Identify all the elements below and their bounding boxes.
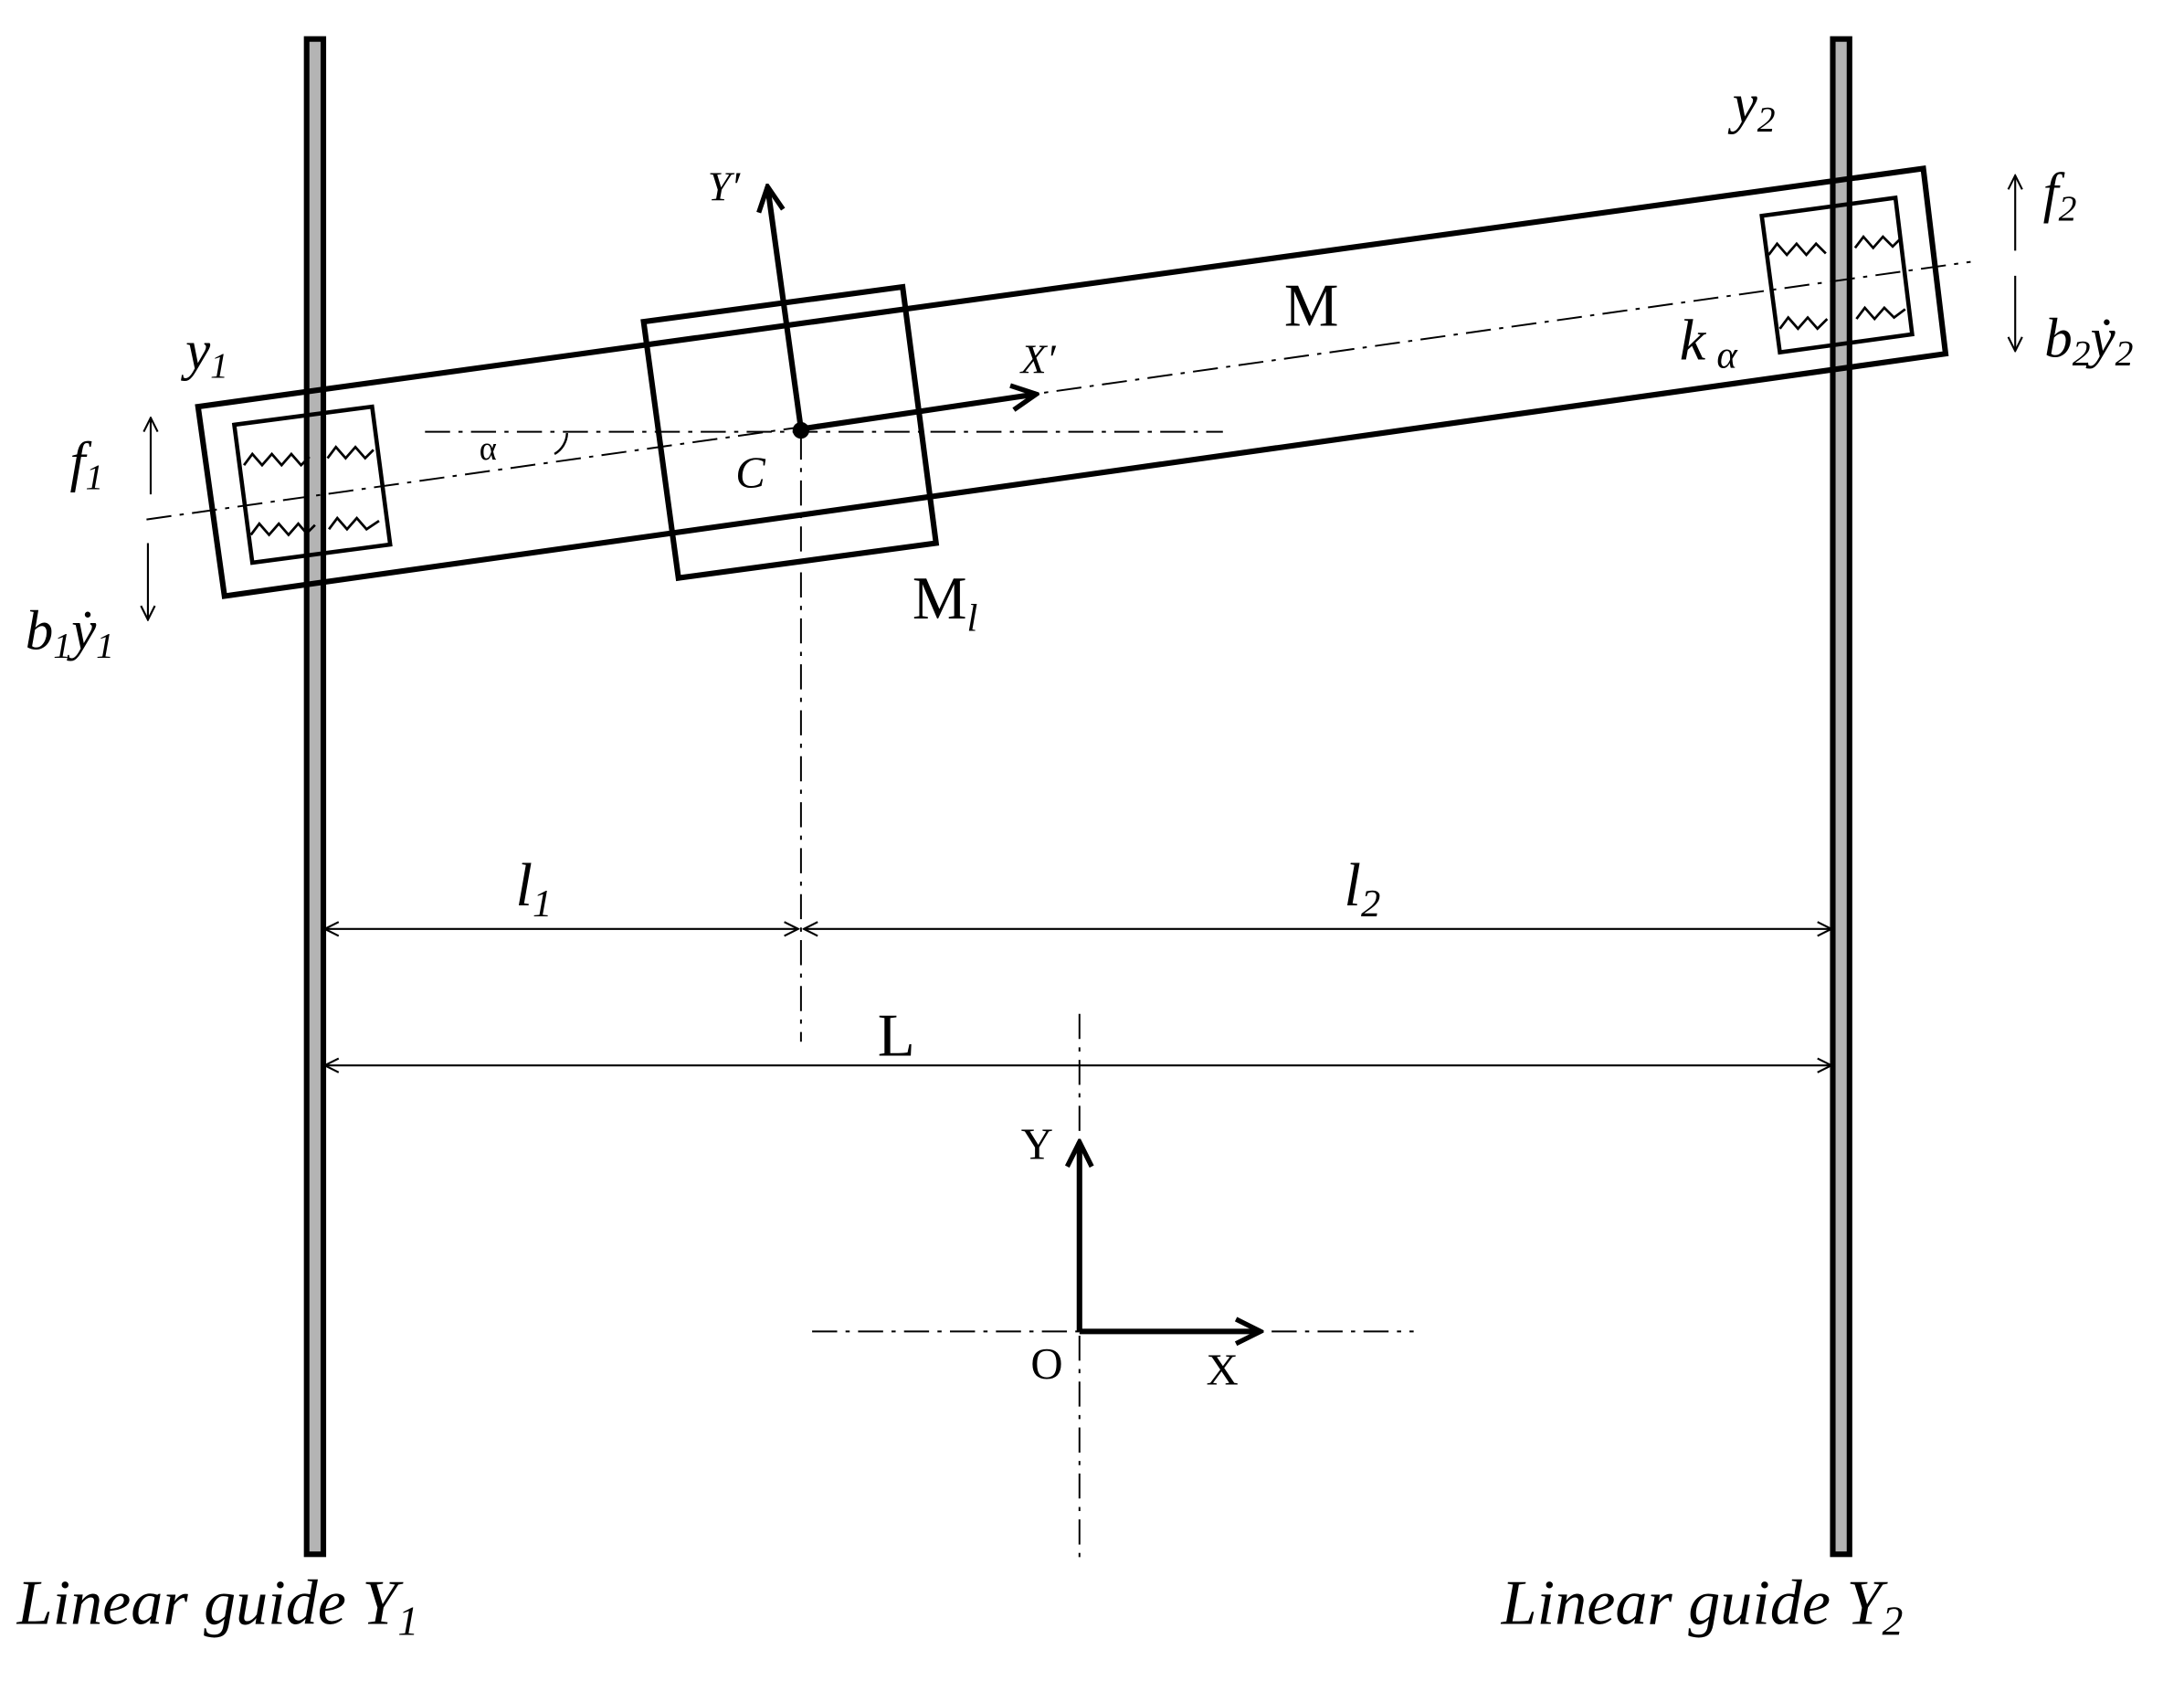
l1-dimension-label: l1 [515,851,552,925]
angle-arc [554,432,569,456]
right-bearing-spring-unit [1759,195,1915,355]
beam-mass-label: M [1284,271,1339,340]
local-y-axis-arrow [767,186,804,429]
f2-label: f2 [2043,164,2077,228]
l2-dimension-label: l2 [1344,851,1380,925]
local-y-label: Y′ [708,164,741,210]
L-dimension-label: L [878,1001,915,1070]
center-point-c [792,421,810,439]
linear-guide-y1-label: Linear guide Y1 [16,1568,419,1644]
y1-label: y1 [180,321,228,386]
carriage-mass-label: Ml [913,564,978,640]
beam-centerline [146,260,1971,521]
y2-label: y2 [1727,74,1776,139]
b2-label: b2ẏ2 [2044,308,2133,373]
origin-label: O [1030,1339,1062,1389]
b1-label: b1ẏ1 [26,600,114,665]
beam-body [195,165,1949,599]
carriage-body [640,283,940,582]
angle-label: α [480,429,497,467]
local-x-axis-arrow [800,394,1037,432]
center-label: C [735,449,765,498]
f1-label: f1 [70,432,104,497]
linear-guide-y2-rail [1830,36,1852,1558]
global-y-label: Y [1021,1119,1053,1168]
linear-guide-y2-label: Linear guide Y2 [1501,1568,1904,1644]
left-bearing-spring-unit [231,404,393,566]
local-x-label: X′ [1019,336,1057,383]
global-x-label: X [1207,1345,1239,1394]
linear-guide-y1-rail [303,36,327,1558]
